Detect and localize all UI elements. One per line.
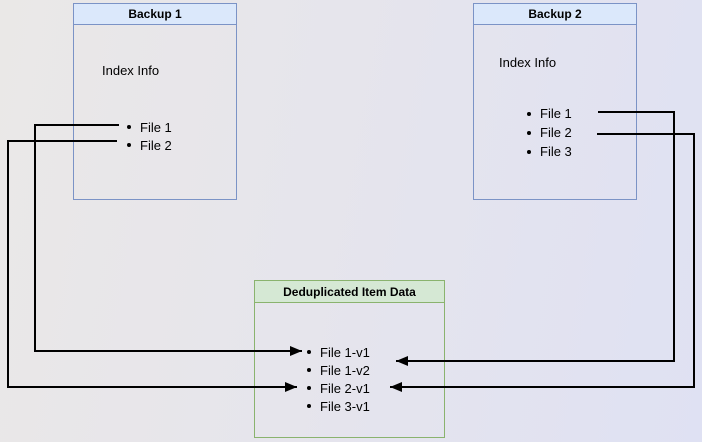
backup2-title: Backup 2 [528, 7, 582, 21]
list-item: File 2 [127, 136, 172, 154]
dedup-title: Deduplicated Item Data [283, 284, 416, 299]
file-label: File 3-v1 [320, 398, 370, 414]
list-item: File 1 [527, 104, 572, 123]
dedup-box: Deduplicated Item Data File 1-v1 File 1-… [254, 280, 445, 438]
list-item: File 2-v1 [307, 379, 370, 397]
list-item: File 1 [127, 118, 172, 136]
bullet-icon [527, 130, 531, 135]
bullet-icon [307, 350, 311, 354]
list-item: File 2 [527, 123, 572, 142]
file-label: File 1 [140, 119, 172, 135]
list-item: File 3-v1 [307, 397, 370, 415]
backup1-box: Backup 1 Index Info File 1 File 2 [73, 3, 237, 200]
backup1-subtitle: Index Info [102, 63, 160, 78]
backup1-title: Backup 1 [128, 7, 182, 21]
backup2-header: Backup 2 [474, 4, 636, 25]
bullet-icon [127, 125, 131, 129]
backup1-file-list: File 1 File 2 [127, 118, 172, 154]
file-label: File 1-v2 [320, 362, 370, 378]
backup1-header: Backup 1 [74, 4, 236, 25]
backup2-box: Backup 2 Index Info File 1 File 2 File 3 [473, 3, 637, 200]
file-label: File 2 [540, 125, 572, 140]
file-label: File 2 [140, 137, 172, 153]
file-label: File 1 [540, 106, 572, 121]
bullet-icon [307, 368, 311, 372]
bullet-icon [527, 111, 531, 116]
list-item: File 3 [527, 142, 572, 161]
list-item: File 1-v1 [307, 343, 370, 361]
file-label: File 3 [540, 144, 572, 159]
bullet-icon [307, 386, 311, 390]
dedup-item-list: File 1-v1 File 1-v2 File 2-v1 File 3-v1 [307, 343, 370, 415]
dedup-header: Deduplicated Item Data [255, 281, 444, 303]
list-item: File 1-v2 [307, 361, 370, 379]
file-label: File 2-v1 [320, 380, 370, 396]
bullet-icon [307, 404, 311, 408]
backup2-file-list: File 1 File 2 File 3 [527, 104, 572, 161]
bullet-icon [527, 149, 531, 154]
bullet-icon [127, 143, 131, 147]
file-label: File 1-v1 [320, 344, 370, 360]
backup2-subtitle: Index Info [499, 55, 557, 70]
